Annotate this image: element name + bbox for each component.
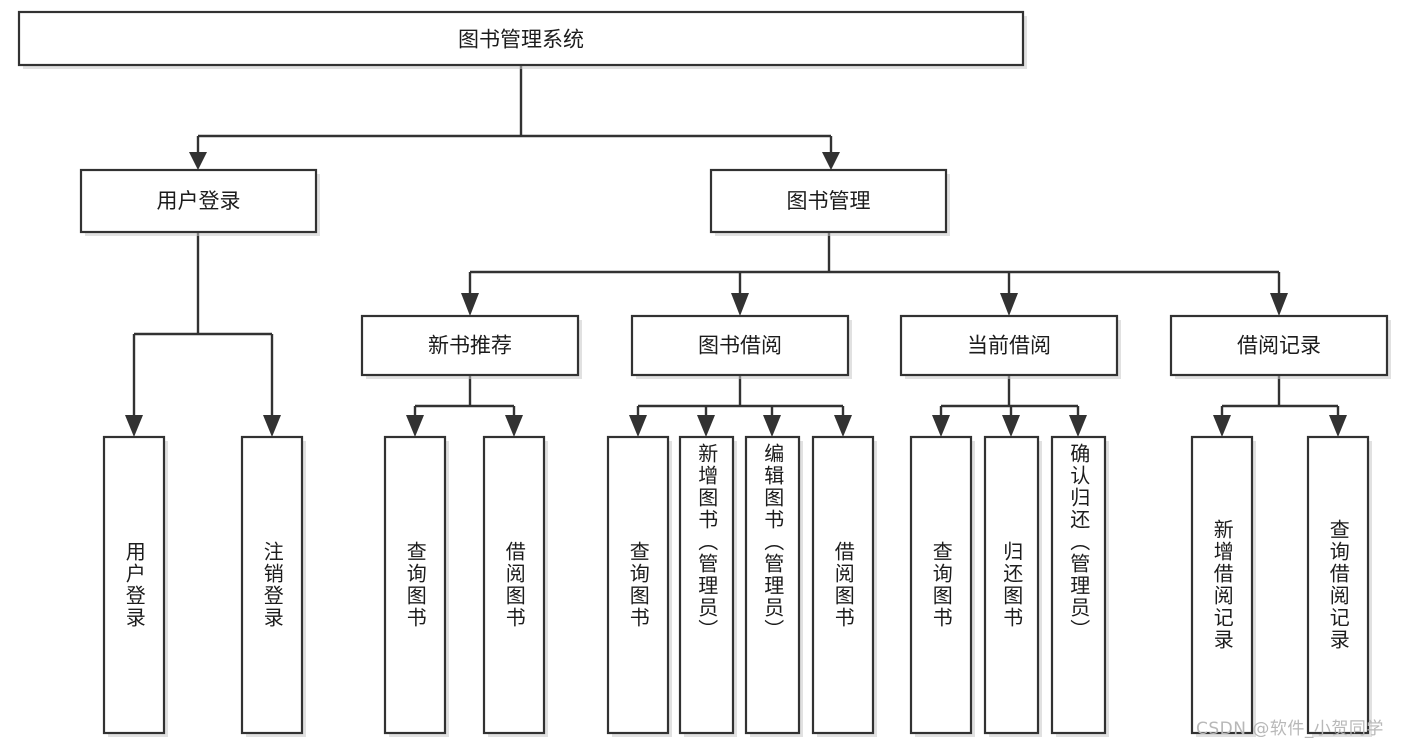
book-borrow-box[interactable] (630, 314, 850, 377)
leaf-confirm-return-box[interactable] (1050, 435, 1107, 735)
leaf-add-record-box[interactable] (1190, 435, 1254, 735)
leaf-user-login-box[interactable] (102, 435, 166, 735)
leaf-add-book-box[interactable] (678, 435, 735, 735)
current-borrow-box[interactable] (899, 314, 1119, 377)
book-manage-label: 图书管理 (787, 189, 871, 213)
book-manage-box[interactable] (709, 168, 948, 234)
current-borrow-label: 当前借阅 (967, 334, 1051, 358)
arrowhead-new-book-rec (461, 293, 479, 316)
connector-root-trunk (196, 65, 833, 157)
connector-current-borrow-branch (939, 375, 1080, 420)
leaf-borrow-book-2-box[interactable] (811, 435, 875, 735)
borrow-record-box[interactable] (1169, 314, 1389, 377)
connector-book-manage-branch (468, 232, 1281, 297)
arrowhead-leaf-query-book-3 (932, 415, 950, 437)
arrowhead-borrow-record (1270, 293, 1288, 316)
arrowhead-leaf-confirm-return (1069, 415, 1087, 437)
csdn-watermark: CSDN @软件_小贺同学 (1196, 719, 1384, 739)
node-book-manage[interactable]: 图书管理 (709, 168, 950, 236)
node-borrow-record[interactable]: 借阅记录 (1169, 314, 1391, 379)
arrowhead-book-borrow (731, 293, 749, 316)
new-book-rec-box[interactable] (360, 314, 580, 377)
new-book-rec-label: 新书推荐 (428, 334, 512, 358)
user-login-box[interactable] (79, 168, 318, 234)
node-root[interactable]: 图书管理系统 (17, 10, 1027, 69)
arrowhead-leaf-add-record (1213, 415, 1231, 437)
arrowhead-leaf-borrow-book-1 (505, 415, 523, 437)
connector-group (125, 65, 1347, 437)
node-book-borrow[interactable]: 图书借阅 (630, 314, 852, 379)
leaf-query-book-3-box[interactable] (909, 435, 973, 735)
root-box[interactable] (17, 10, 1025, 67)
borrow-record-label: 借阅记录 (1237, 334, 1321, 358)
node-user-login[interactable]: 用户登录 (79, 168, 320, 236)
connector-book-borrow-branch (636, 375, 845, 420)
arrowhead-leaf-query-book-1 (406, 415, 424, 437)
arrowhead-book-manage (822, 152, 840, 170)
leaf-box-group (102, 435, 1372, 737)
arrowhead-leaf-add-book (697, 415, 715, 437)
arrowhead-leaf-query-book-2 (629, 415, 647, 437)
arrowhead-leaf-edit-book (763, 415, 781, 437)
leaf-borrow-book-1-box[interactable] (482, 435, 546, 735)
book-borrow-label: 图书借阅 (698, 334, 782, 358)
arrowhead-leaf-query-record (1329, 415, 1347, 437)
connector-new-book-rec-branch (413, 375, 516, 420)
arrowhead-leaf-borrow-book-2 (834, 415, 852, 437)
leaf-query-book-2-box[interactable] (606, 435, 670, 735)
leaf-query-record-box[interactable] (1306, 435, 1370, 735)
leaf-user-logout-box[interactable] (240, 435, 304, 735)
connector-user-login-branch (132, 232, 274, 420)
node-current-borrow[interactable]: 当前借阅 (899, 314, 1121, 379)
arrowhead-leaf-return-book (1002, 415, 1020, 437)
leaf-return-book-box[interactable] (983, 435, 1040, 735)
leaf-query-book-1-box[interactable] (383, 435, 447, 735)
user-login-label: 用户登录 (157, 189, 241, 213)
arrowhead-current-borrow (1000, 293, 1018, 316)
node-new-book-rec[interactable]: 新书推荐 (360, 314, 582, 379)
arrowhead-leaf-user-login (125, 415, 143, 437)
leaf-edit-book-box[interactable] (744, 435, 801, 735)
arrowhead-leaf-user-logout (263, 415, 281, 437)
arrowhead-user-login (189, 152, 207, 170)
root-label: 图书管理系统 (458, 28, 584, 52)
connector-borrow-record-branch (1220, 375, 1340, 420)
